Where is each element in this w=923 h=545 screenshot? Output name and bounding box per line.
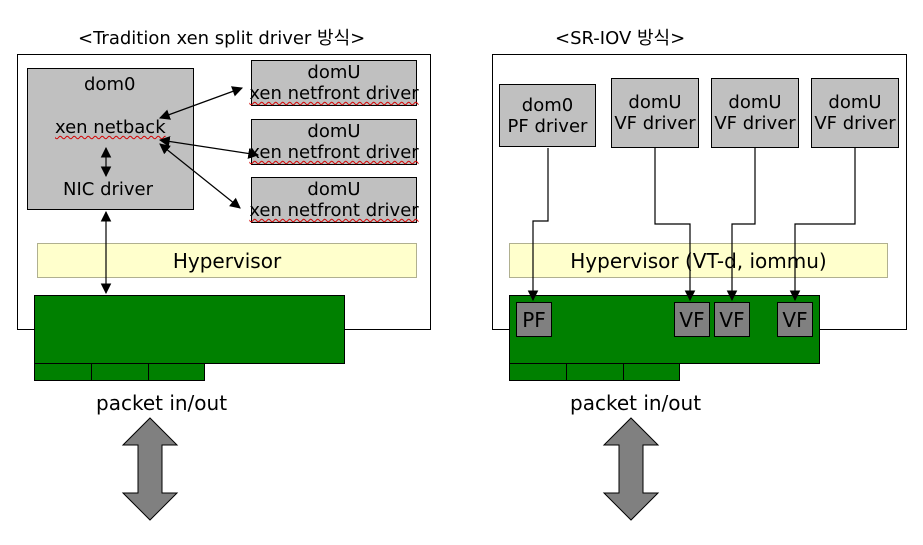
left-heading: <Tradition xen split driver 방식> [78, 28, 366, 49]
left-dom0-title: dom0 [84, 74, 136, 95]
right-domu-box-3: domU VF driver [811, 78, 899, 148]
left-domu-title: domU [307, 179, 361, 200]
left-domu-title: domU [307, 121, 361, 142]
left-domu-driver: xen netfront driver [249, 200, 419, 221]
left-domu-box-1: domU xen netfront driver [249, 60, 419, 106]
left-domu-driver: xen netfront driver [249, 142, 419, 163]
left-dom0-backend-text: xen netback [55, 117, 166, 138]
vf-driver-connector-2 [726, 148, 756, 302]
netback-domu1-arrow [158, 86, 244, 120]
left-domu-box-3: domU xen netfront driver [249, 177, 419, 223]
right-nic-function-vf: VF [674, 302, 710, 337]
right-heading: <SR-IOV 방식> [555, 28, 686, 49]
right-hypervisor-layer: Hypervisor (VT-d, iommu) [509, 243, 888, 278]
right-domu-driver: VF driver [614, 113, 696, 134]
right-hypervisor-label: Hypervisor (VT-d, iommu) [570, 248, 827, 273]
right-dom0-box: dom0 PF driver [499, 84, 596, 147]
right-domu-title: domU [828, 92, 882, 113]
left-dom0-backend: xen netback [55, 117, 166, 138]
right-function-label: VF [782, 307, 808, 332]
netback-domu2-arrow [158, 136, 260, 159]
right-domu-title: domU [628, 92, 682, 113]
right-nic-function-vf: VF [714, 302, 750, 337]
right-domu-title: domU [728, 92, 782, 113]
right-domu-box-1: domU VF driver [611, 78, 699, 148]
right-nic-function-vf: VF [777, 302, 813, 337]
left-domu-box-2: domU xen netfront driver [249, 119, 419, 165]
vf-driver-connector-1 [654, 148, 696, 302]
left-domu-title: domU [307, 62, 361, 83]
right-function-label: PF [522, 307, 546, 332]
right-function-label: VF [719, 307, 745, 332]
left-packet-label: packet in/out [96, 391, 228, 415]
double-headed-arrow-icon [121, 417, 179, 521]
pf-driver-connector [527, 148, 549, 302]
left-dom0-nic-driver: NIC driver [63, 179, 154, 200]
double-headed-arrow-icon [602, 417, 660, 521]
right-nic-function-pf: PF [516, 302, 552, 337]
right-function-label: VF [679, 307, 705, 332]
right-dom0-driver: PF driver [507, 115, 588, 137]
right-domu-driver: VF driver [814, 113, 896, 134]
netback-domu3-arrow [159, 143, 241, 209]
right-domu-box-2: domU VF driver [711, 78, 799, 148]
left-nic-connector-3 [148, 363, 205, 381]
left-hypervisor-layer: Hypervisor [37, 243, 417, 278]
left-domu-driver: xen netfront driver [249, 83, 419, 104]
right-domu-driver: VF driver [714, 113, 796, 134]
right-dom0-title: dom0 [521, 94, 574, 116]
right-packet-label: packet in/out [570, 391, 702, 415]
vf-driver-connector-3 [789, 148, 856, 302]
left-hypervisor-label: Hypervisor [172, 248, 282, 273]
right-nic-connector-3 [623, 363, 680, 381]
right-nic-card [509, 295, 820, 364]
